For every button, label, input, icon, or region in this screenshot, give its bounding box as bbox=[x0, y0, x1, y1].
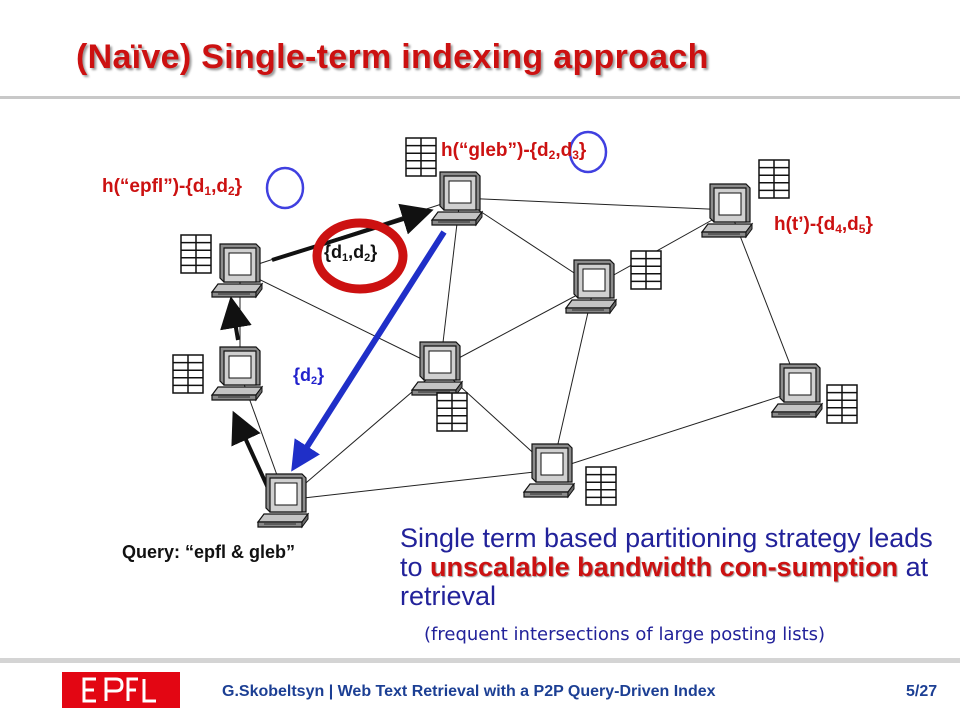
peer-computer-icon bbox=[701, 183, 753, 238]
arrow-epfl-to-gleb bbox=[271, 203, 434, 262]
bandwidth-highlight-circle bbox=[312, 218, 408, 294]
peer-computer-icon bbox=[211, 243, 263, 298]
posting-list-table-icon bbox=[172, 354, 204, 394]
main-point-text: Single term based partitioning strategy … bbox=[400, 523, 933, 611]
label-gleb-posting: h(“gleb”)-{d2,d3} bbox=[441, 140, 587, 162]
label-tprime-posting: h(t’)-{d4,d5} bbox=[774, 214, 873, 236]
highlight-circle-d2-gleb bbox=[568, 130, 608, 174]
arrow-query-to-epfl bbox=[231, 410, 270, 489]
footer-citation: G.Skobeltsyn | Web Text Retrieval with a… bbox=[222, 683, 716, 700]
peer-computer-icon bbox=[431, 171, 483, 226]
epfl-logo bbox=[62, 672, 180, 708]
posting-list-table-icon bbox=[405, 137, 437, 177]
label-sent-postings: {d1,d2} bbox=[324, 242, 378, 264]
label-epfl-posting: h(“epfl”)-{d1,d2} bbox=[102, 176, 243, 198]
peer-computer-icon bbox=[565, 259, 617, 314]
page-number: 5/27 bbox=[906, 683, 938, 700]
posting-list-note: (frequent intersections of large posting… bbox=[424, 624, 826, 645]
peer-computer-icon bbox=[411, 341, 463, 396]
posting-list-table-icon bbox=[436, 392, 468, 432]
highlight-circle-d2-epfl bbox=[265, 166, 305, 210]
query-label: Query: “epfl & gleb” bbox=[122, 542, 296, 562]
posting-list-table-icon bbox=[585, 466, 617, 506]
footer-divider bbox=[0, 658, 960, 663]
posting-list-table-icon bbox=[630, 250, 662, 290]
peer-computer-icon bbox=[211, 346, 263, 401]
title-divider bbox=[0, 96, 960, 99]
arrow-epfl-to-peer bbox=[220, 296, 252, 341]
bandwidth-highlight-text: unscalable bandwidth con-sumption bbox=[430, 552, 899, 582]
arrow-result-to-query bbox=[291, 230, 447, 472]
query-forward-arrows bbox=[220, 203, 434, 489]
label-returned-result: {d2} bbox=[293, 365, 325, 387]
peer-computer-icon bbox=[257, 473, 309, 528]
epfl-logo-mark bbox=[82, 677, 156, 703]
posting-list-table-icon bbox=[180, 234, 212, 274]
slide-title: (Naïve) Single-term indexing approach bbox=[76, 38, 709, 76]
posting-list-table-icon bbox=[826, 384, 858, 424]
peer-computer-icon bbox=[771, 363, 823, 418]
posting-list-table-icon bbox=[758, 159, 790, 199]
peer-computer-icon bbox=[523, 443, 575, 498]
